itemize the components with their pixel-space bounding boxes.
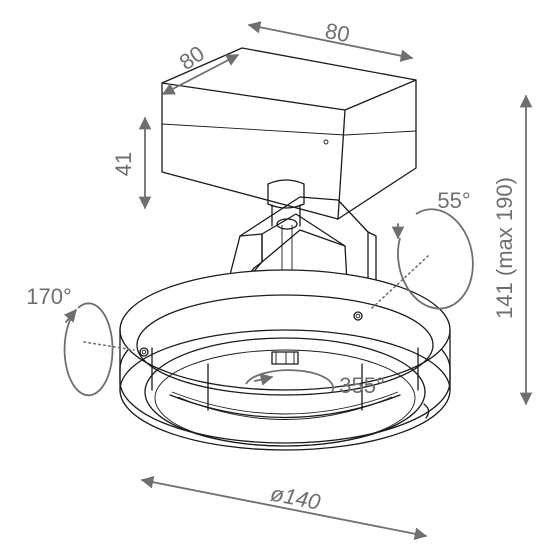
rotation-ring-label: 170° [26, 284, 72, 309]
mounting-box [161, 47, 417, 220]
rotation-lamp: 355° [245, 369, 385, 398]
dim-box-height-label: 41 [111, 152, 136, 176]
dim-ring-diameter-label: ø140 [268, 481, 323, 515]
dim-box-width: 80 [247, 18, 414, 62]
rotation-tilt-label: 55° [437, 188, 470, 213]
lamp-ring [119, 269, 451, 451]
dim-total-height-label: 141 (max 190) [492, 177, 517, 319]
dim-box-depth-label: 80 [175, 41, 209, 75]
rotation-ring: 170° [26, 284, 135, 397]
rotation-lamp-label: 355° [339, 373, 385, 398]
dim-box-depth: 80 [161, 41, 240, 95]
dim-box-width-label: 80 [323, 18, 352, 47]
dim-ring-diameter: ø140 [140, 476, 428, 540]
rotation-tilt: 55° [371, 188, 474, 310]
dim-box-height: 41 [111, 116, 152, 210]
dim-total-height: 141 (max 190) [492, 94, 533, 406]
